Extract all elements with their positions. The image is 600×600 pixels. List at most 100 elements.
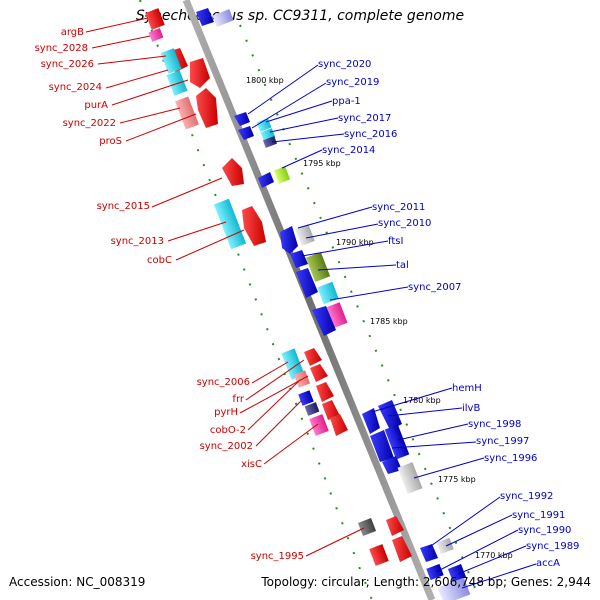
outer-left-track (139, 0, 373, 600)
gene-label: xisC (241, 459, 262, 470)
gene-label: sync_1998 (468, 419, 521, 430)
gene-top-lav (212, 9, 234, 27)
gene-sync-2002b (304, 402, 320, 416)
gene-sync-2006 (281, 348, 305, 380)
gene-label: sync_2026 (41, 59, 94, 70)
reverse-labels: sync_2020 sync_2019 ppa-1 sync_2017 sync… (318, 59, 579, 569)
gene-label: argB (61, 27, 84, 38)
forward-genes (145, 8, 412, 566)
gene-sync-2024 (160, 48, 182, 74)
gene-cobC (242, 206, 266, 246)
genome-backbone (182, 0, 436, 600)
gene-label: sync_2017 (338, 113, 391, 124)
gene-sync-1989 (447, 563, 467, 583)
gene-tal-a (305, 251, 331, 283)
gene-sync-1990 (426, 563, 444, 581)
gene-label: tal (396, 260, 409, 271)
gene-sync-2007b (326, 302, 348, 328)
accession-label: Accession: NC_008319 (9, 575, 146, 589)
scale-label: 1775 kbp (438, 475, 476, 484)
gene-sync-2019 (238, 126, 254, 140)
gene-label: sync_2015 (97, 201, 150, 212)
gene-label: sync_1996 (484, 453, 537, 464)
gene-xisC-b (322, 400, 340, 420)
gene-proS (196, 88, 218, 128)
gene-label: cobO-2 (210, 425, 246, 436)
gene-sync-1997 (370, 430, 394, 462)
scale-label: 1795 kbp (303, 159, 341, 168)
gene-label: sync_1997 (476, 436, 529, 447)
topology-label: Topology: circular; Length: 2,606,748 bp… (261, 575, 591, 589)
gene-sync-1995d (392, 536, 412, 562)
gene-xisC-a (316, 382, 334, 402)
gene-accA (437, 577, 471, 600)
gene-label: sync_1991 (512, 510, 565, 521)
gene-sync-1991 (436, 537, 454, 555)
gene-sync-2002a (298, 390, 314, 406)
gene-pyrH (310, 364, 328, 382)
gene-sync-2007a (317, 281, 339, 305)
gene-label: sync_2022 (63, 118, 116, 129)
scale-label: 1770 kbp (475, 551, 513, 560)
gene-hemH (362, 408, 380, 434)
gene-label: sync_1990 (518, 525, 571, 536)
gene-xisC-c (309, 414, 329, 436)
gene-sync-2013 (213, 198, 247, 250)
gene-sync-2014b (273, 166, 291, 184)
gene-label: accA (536, 558, 560, 569)
scale-labels: 1800 kbp 1795 kbp 1790 kbp 1785 kbp 1780… (246, 76, 513, 560)
gene-label: sync_1989 (526, 541, 579, 552)
gene-sync-1996a (382, 456, 402, 474)
gene-label: pyrH (214, 407, 238, 418)
gene-label: sync_2007 (408, 282, 461, 293)
gene-label: sync_2006 (197, 377, 250, 388)
gene-sync-1998 (384, 424, 410, 460)
scale-label: 1785 kbp (370, 317, 408, 326)
scale-label: 1790 kbp (336, 238, 374, 247)
forward-labels: argB sync_2028 sync_2026 sync_2024 purA … (35, 27, 304, 562)
left-leader-lines (85, 17, 365, 557)
gene-label: sync_2028 (35, 43, 88, 54)
gene-label: ppa-1 (332, 96, 361, 107)
gene-tal-b (296, 268, 318, 298)
gene-label: sync_2013 (111, 236, 164, 247)
gene-sync-1992 (420, 544, 438, 562)
gene-sync-1995a (357, 517, 377, 537)
gene-label: sync_2024 (49, 82, 102, 93)
gene-sync-1995c (369, 544, 389, 566)
gene-label: sync_2010 (378, 218, 431, 229)
gene-label: sync_2019 (326, 77, 379, 88)
scale-label: 1780 kbp (403, 396, 441, 405)
gene-label: sync_2002 (200, 441, 253, 452)
gene-sync-2011 (280, 226, 298, 254)
gene-label: frr (232, 394, 244, 405)
gene-sync-2016 (262, 136, 278, 148)
gene-label: ilvB (462, 403, 480, 414)
gene-label: proS (99, 136, 122, 147)
gene-label: sync_1995 (251, 551, 304, 562)
gene-sync-2010 (295, 224, 315, 246)
gene-sync-2028 (148, 28, 164, 42)
gene-ftsI (290, 250, 308, 268)
gene-label: cobC (147, 255, 172, 266)
gene-xisC-d (330, 414, 348, 436)
gene-label: purA (84, 100, 108, 111)
gene-ilvB (378, 400, 402, 430)
gene-label: sync_2011 (372, 202, 425, 213)
gene-sync-2007c (312, 306, 336, 336)
gene-sync-2014a (258, 172, 274, 188)
gene-label: ftsI (388, 236, 403, 247)
reverse-genes (234, 112, 471, 600)
gene-sync-2015 (222, 158, 244, 186)
gene-top-blue (196, 8, 214, 26)
right-leader-lines (247, 64, 537, 589)
gene-label: sync_2020 (318, 59, 371, 70)
gene-sync-1995b (386, 516, 404, 536)
gene-label: hemH (452, 383, 482, 394)
gene-label: sync_2016 (344, 129, 397, 140)
gene-label: sync_1992 (500, 491, 553, 502)
gene-sync-2024b (166, 70, 188, 96)
gene-sync-1996b (397, 462, 423, 494)
scale-label: 1800 kbp (246, 76, 284, 85)
